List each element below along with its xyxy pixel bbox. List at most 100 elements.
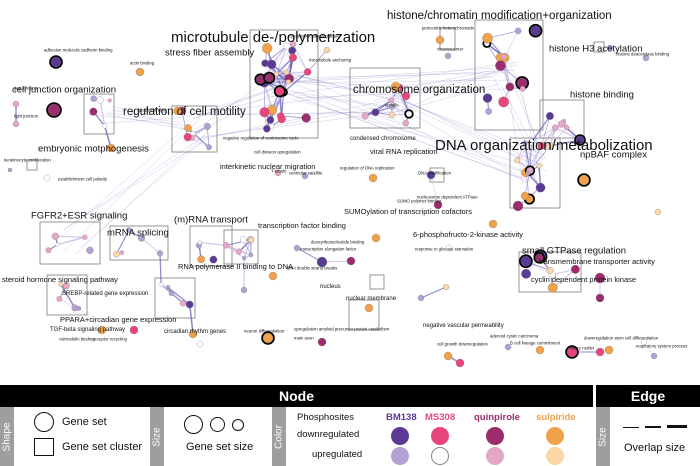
edge	[549, 127, 567, 147]
gene-set-node	[242, 256, 247, 261]
gene-set-node	[185, 300, 194, 309]
gene-set-node	[248, 252, 254, 258]
gene-set-label: condensed chromosome	[350, 136, 416, 142]
gene-set-node	[113, 250, 120, 258]
edge-thin-line	[623, 427, 639, 428]
gene-set-node	[135, 67, 145, 77]
gene-set-node	[304, 68, 312, 76]
gene-set-label: nucleosome dependent ATPase	[417, 194, 478, 199]
gene-set-node	[239, 236, 247, 243]
size-band: Size	[150, 407, 164, 466]
gene-set-node	[426, 170, 436, 180]
gene-set-node	[283, 42, 291, 50]
edge-medium-line	[645, 426, 661, 428]
gene-set-label: ciliary rootlet	[570, 345, 595, 350]
gene-set-label: cyclin dependent protein kinase	[531, 275, 636, 284]
gene-set-label: cell growth downregulation	[437, 341, 488, 346]
edge	[60, 283, 76, 309]
quinpirole-down-swatch	[486, 427, 504, 445]
drug-name-bm138: BM138	[386, 412, 417, 423]
gene-set-node	[165, 285, 171, 290]
gene-set-node	[7, 167, 13, 173]
gene-set-node	[301, 172, 309, 180]
gene-set-label: tight junction	[14, 113, 39, 118]
gene-set-node	[520, 191, 530, 201]
gene-set-node	[293, 244, 301, 252]
edge	[182, 107, 374, 143]
gene-set-node	[12, 120, 20, 128]
gene-set-label: mRNA splicing	[107, 228, 169, 239]
cluster-box	[171, 105, 218, 153]
gene-set-node	[184, 124, 192, 132]
edge	[277, 89, 522, 179]
gene-set-label: interkinetic nuclear migration	[220, 162, 315, 171]
gene-set-node	[417, 294, 425, 302]
enrichment-network: microtubule de-/polymerizationhistone/ch…	[2, 10, 687, 368]
gene-set-node	[97, 325, 107, 335]
gene-set-node	[262, 332, 274, 344]
gene-set-node	[266, 116, 275, 124]
gene-set-node	[107, 98, 112, 103]
edge	[63, 118, 200, 252]
edge	[264, 45, 288, 64]
edge	[285, 79, 518, 84]
edge	[99, 99, 106, 126]
gene-set-node	[546, 267, 554, 274]
gene-set-node	[102, 123, 108, 129]
gene-set-node	[519, 86, 526, 92]
gene-set-node	[495, 60, 506, 71]
gene-set-node	[71, 304, 79, 312]
gene-set-node	[188, 329, 198, 339]
gene-set-node	[197, 240, 202, 245]
gene-set-label: RNA polymerase II binding to DNA	[178, 262, 293, 271]
size-medium-circle-icon	[210, 417, 225, 432]
gene-set-label: profilin binding	[139, 107, 167, 112]
gene-set-node	[547, 282, 558, 293]
edge	[521, 89, 541, 177]
gene-set-label: gap junction	[14, 85, 38, 90]
gene-set-node	[323, 46, 331, 54]
edge	[61, 117, 196, 237]
gene-set-node	[504, 343, 512, 351]
gene-set-node	[566, 346, 578, 358]
edge	[275, 57, 294, 75]
edge	[78, 308, 103, 331]
gene-set-node	[505, 82, 515, 92]
edge	[99, 117, 182, 124]
gene-set-node	[402, 119, 409, 127]
gene-set-label: small GTPase regulation	[522, 246, 626, 257]
gene-set-node	[288, 46, 297, 55]
gene-set-label: actin binding	[130, 60, 155, 65]
gene-set-node	[606, 44, 614, 52]
edge	[296, 80, 377, 87]
gene-set-label: negative vascular permeability	[423, 323, 504, 329]
gene-set-label: microtubule anchoring	[309, 57, 352, 62]
sulpiride-up-swatch	[546, 447, 564, 465]
edge	[63, 137, 210, 230]
edge	[397, 101, 521, 159]
size-large-circle-icon	[184, 415, 203, 434]
cluster-box	[26, 159, 38, 171]
gene-set-node	[203, 122, 211, 130]
gene-set-node	[236, 248, 242, 255]
edge	[290, 98, 535, 168]
overlap-size-label: Overlap size	[624, 442, 686, 454]
edge	[493, 78, 542, 172]
gene-set-cluster-square-icon	[34, 438, 54, 456]
gene-set-label: histone H3 acetylation	[549, 44, 642, 55]
edge	[198, 112, 382, 116]
edge	[167, 286, 191, 306]
gene-set-node	[285, 79, 292, 85]
gene-set-label: cytoplasmic stress granule	[289, 33, 340, 38]
edge	[399, 74, 498, 96]
gene-set-label: transmembrane transporter activity	[539, 257, 655, 266]
gene-set-node	[514, 27, 522, 35]
gene-set-label: chromosome organization	[353, 84, 485, 96]
gene-set-node	[51, 232, 59, 240]
gene-set-node	[435, 35, 445, 45]
gene-set-node	[197, 255, 205, 264]
gene-set-node	[361, 112, 369, 120]
gene-set-node	[12, 100, 20, 108]
gene-set-label: upregulation amyloid precursor protein c…	[294, 326, 389, 331]
gene-set-label: nucleus	[320, 284, 341, 290]
